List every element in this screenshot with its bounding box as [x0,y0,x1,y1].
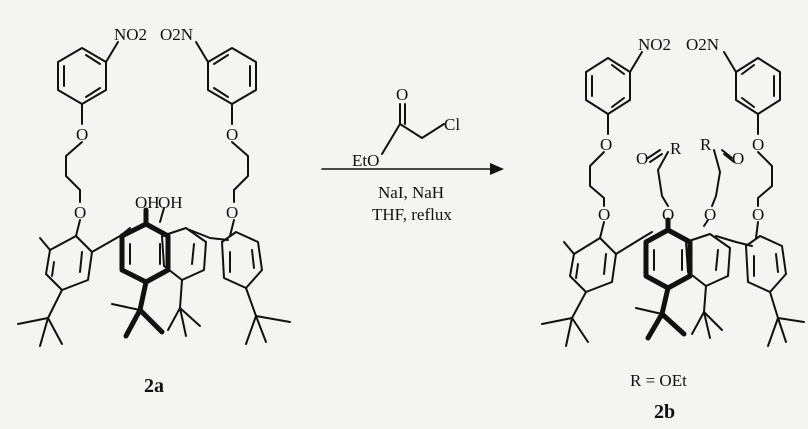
compound-2b-structure: NO2 O2N O O O O O R R O O O R = OEt 2b [541,35,805,423]
compound-2a-structure: NO2 O2N O O O O OH OH 2a [17,25,291,397]
calixarene-core-left [17,207,291,347]
reaction-conditions: O EtO Cl NaI, NaH THF, reflux [321,85,504,224]
ether-oxygen-3: O [226,125,238,144]
compound-label-2b: 2b [654,401,675,423]
reagent-carbonyl-oxygen: O [396,85,408,104]
ether-oxygen-2: O [74,203,86,222]
r-group-2: R [700,135,712,154]
ether-oxygen-4: O [226,203,238,222]
hydroxyl-2: OH [158,193,183,212]
hydroxyl-1: OH [135,193,160,212]
ether-oxygen-2b-3: O [752,135,764,154]
reaction-arrow-head [490,163,504,175]
r-definition: R = OEt [630,371,687,390]
phenoxy-oxygen-2b-2: O [704,205,716,224]
o2n-label-left: O2N [160,25,193,44]
nitrophenyl-ring-right-2b [735,57,781,115]
nitrophenyl-ring-left-2b [585,57,631,115]
no2-label-left: NO2 [114,25,147,44]
carbonyl-oxygen-2b-1: O [636,149,648,168]
conditions-line-1: NaI, NaH [378,183,444,202]
phenoxy-oxygen-2b-1: O [662,205,674,224]
calixarene-core-right [541,217,805,347]
conditions-line-2: THF, reflux [372,205,452,224]
nitrophenyl-ring-right [207,47,257,105]
ether-oxygen-2b-1: O [600,135,612,154]
nitrophenyl-ring-left [57,47,107,105]
o2n-label-right-2b: O2N [686,35,719,54]
ether-oxygen-2b-2: O [598,205,610,224]
ether-oxygen-1: O [76,125,88,144]
ether-oxygen-2b-4: O [752,205,764,224]
reagent-cl: Cl [444,115,460,134]
r-group-1: R [670,139,682,158]
no2-label-left-2b: NO2 [638,35,671,54]
compound-label-2a: 2a [144,375,164,397]
reagent-eto: EtO [352,151,379,170]
carbonyl-oxygen-2b-2: O [732,149,744,168]
